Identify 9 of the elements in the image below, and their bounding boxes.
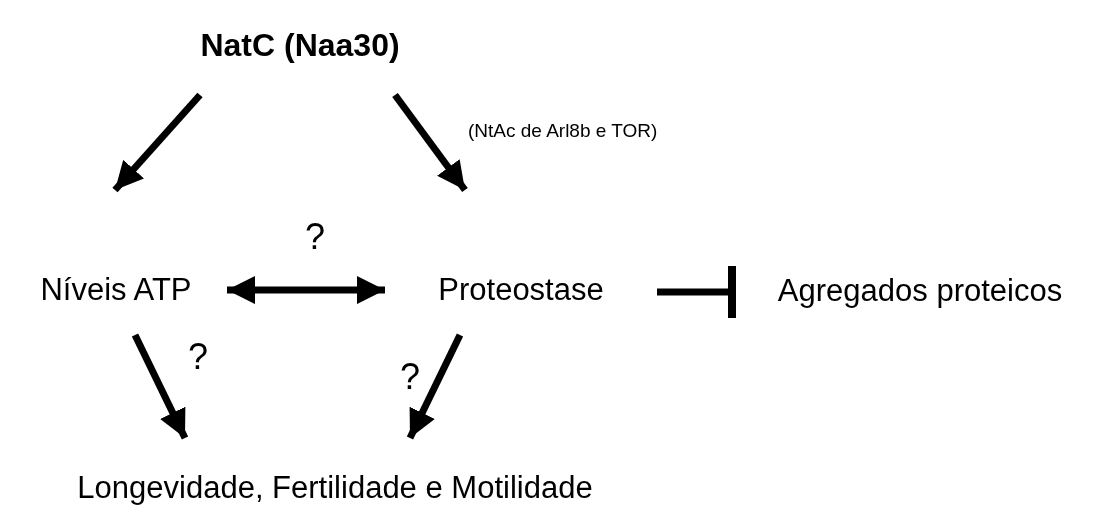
node-label: Agregados proteicos xyxy=(777,272,1063,310)
arrow xyxy=(112,92,203,193)
node-label: Longevidade, Fertilidade e Motilidade xyxy=(77,469,593,507)
node-label: Proteostase xyxy=(438,271,604,309)
node-label: NatC (Naa30) xyxy=(200,26,400,65)
arrow xyxy=(392,92,468,193)
node-label: Níveis ATP xyxy=(40,271,192,309)
arrow xyxy=(131,333,189,440)
arrow xyxy=(406,333,464,440)
